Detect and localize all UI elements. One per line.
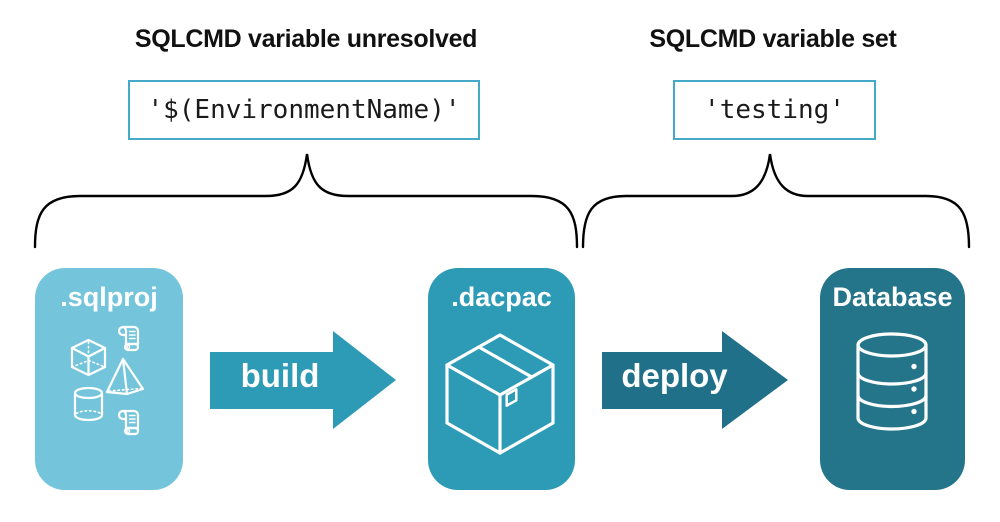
right-brace-icon [581, 153, 971, 249]
database-icon [856, 332, 928, 431]
sqlproj-node: .sqlproj [35, 268, 183, 490]
database-label: Database [832, 282, 953, 312]
code-box-unresolved: '$(EnvironmentName)' [128, 80, 480, 140]
package-icon [445, 333, 555, 455]
code-value-set: 'testing' [704, 95, 845, 125]
sqlproj-label: .sqlproj [60, 282, 158, 312]
database-node: Database [820, 268, 965, 490]
dacpac-label: .dacpac [451, 282, 552, 312]
code-value-unresolved: '$(EnvironmentName)' [147, 95, 461, 125]
dacpac-node: .dacpac [428, 268, 575, 490]
left-brace-icon [33, 153, 579, 249]
deploy-arrow-icon [602, 331, 788, 429]
build-arrow-label: build [240, 357, 320, 394]
deploy-arrow-label: deploy [621, 357, 728, 394]
sql-objects-icon [70, 325, 145, 436]
heading-sqlcmd-unresolved: SQLCMD variable unresolved [134, 25, 478, 53]
build-arrow-icon [210, 331, 396, 429]
code-box-set: 'testing' [673, 80, 876, 140]
heading-sqlcmd-set: SQLCMD variable set [649, 25, 897, 53]
